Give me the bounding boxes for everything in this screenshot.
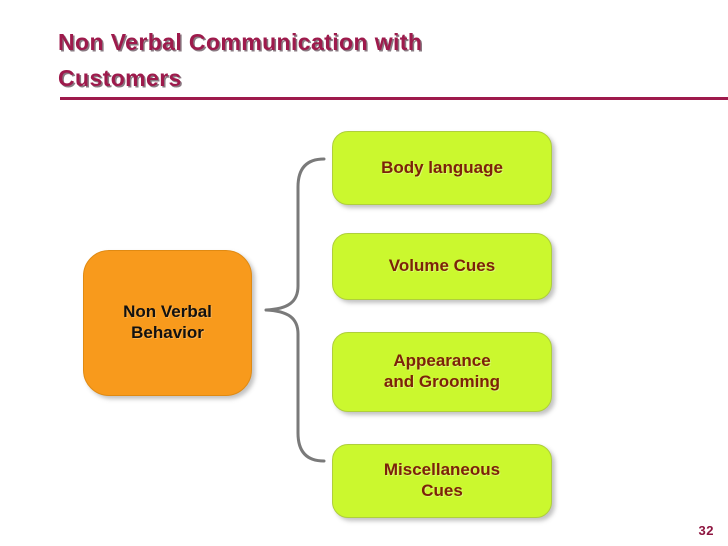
diagram-node-leaf-body-language[interactable]: Body language bbox=[332, 131, 552, 205]
diagram-node-leaf-label: Body language bbox=[381, 157, 503, 177]
diagram-node-leaf-label: Volume Cues bbox=[388, 256, 496, 276]
curly-brace-icon bbox=[262, 155, 328, 465]
diagram-node-root-label: Non Verbal Behavior bbox=[123, 302, 212, 342]
diagram-node-leaf-label: Miscellaneous Cues bbox=[383, 460, 501, 500]
diagram-node-leaf-label: Appearance and Grooming bbox=[383, 351, 501, 391]
page-title: Non Verbal Communication with Customers bbox=[58, 29, 423, 91]
diagram-node-root[interactable]: Non Verbal Behavior bbox=[83, 250, 252, 396]
diagram-node-leaf-volume-cues[interactable]: Volume Cues bbox=[332, 233, 552, 300]
diagram-node-leaf-miscellaneous-cues[interactable]: Miscellaneous Cues bbox=[332, 444, 552, 518]
diagram-node-leaf-appearance-and-grooming[interactable]: Appearance and Grooming bbox=[332, 332, 552, 412]
page-number: 32 bbox=[698, 523, 714, 538]
title-divider bbox=[60, 97, 728, 100]
